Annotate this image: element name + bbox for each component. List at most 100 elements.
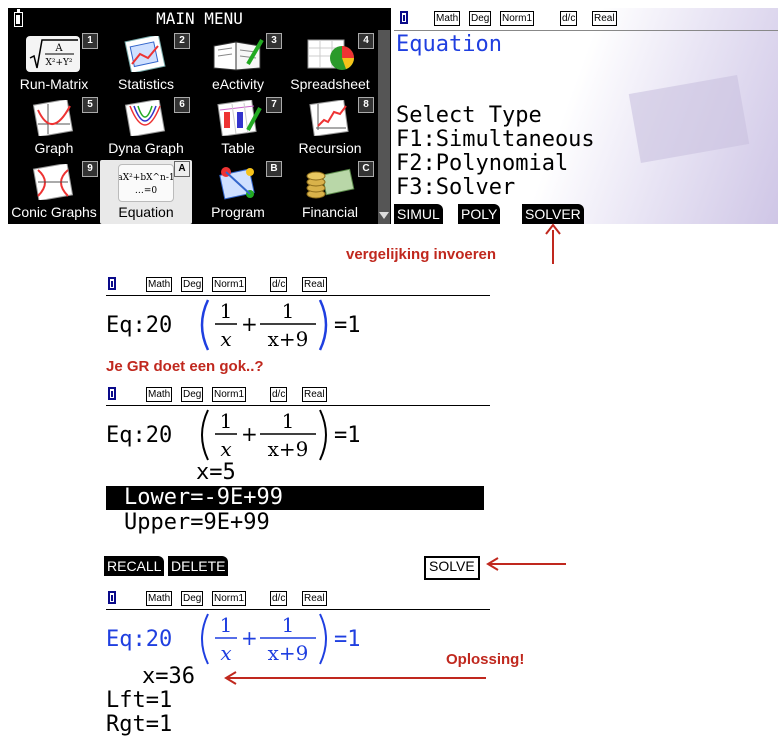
app-label: Dyna Graph xyxy=(108,140,184,156)
app-label: Equation xyxy=(118,204,174,220)
status-badge: Deg xyxy=(181,277,204,292)
app-key: 7 xyxy=(266,97,282,113)
app-key: 6 xyxy=(174,97,190,113)
frac2-den: x+9 xyxy=(268,641,309,665)
status-badge: Norm1 xyxy=(212,387,247,402)
frac1-den: x xyxy=(220,327,231,351)
delete-button[interactable]: DELETE xyxy=(168,556,229,576)
app-program[interactable]: B Program xyxy=(192,160,284,224)
status-badge: d/c xyxy=(270,277,288,292)
app-spreadsheet[interactable]: 4 Spreadsheet xyxy=(284,32,376,96)
run-matrix-icon: A X²+Y² xyxy=(26,36,80,72)
solve-button[interactable]: SOLVE xyxy=(424,556,480,580)
app-label: Conic Graphs xyxy=(11,204,97,220)
app-statistics[interactable]: 2 Statistics xyxy=(100,32,192,96)
guess-note: Je GR doet een gok..? xyxy=(106,358,264,375)
plus-sign: + xyxy=(241,422,258,446)
main-menu-screen: MAIN MENU A X²+Y² 1 Run-Matrix 2 Statist… xyxy=(8,8,391,224)
equation-icon-line2: …=0 xyxy=(135,186,158,196)
app-label: Program xyxy=(211,204,265,220)
app-key: 9 xyxy=(82,161,98,177)
option-polynomial[interactable]: F2:Polynomial xyxy=(396,151,569,176)
frac2-num: 1 xyxy=(282,613,295,637)
frac2-den: x+9 xyxy=(268,327,309,351)
battery-icon xyxy=(14,9,23,27)
lower-row-highlight[interactable]: Lower=-9E+99 xyxy=(106,485,484,510)
app-conic-graphs[interactable]: 9 Conic Graphs xyxy=(8,160,100,224)
status-badge: Real xyxy=(302,277,327,292)
solver-note: vergelijking invoeren xyxy=(346,246,497,263)
app-graph[interactable]: 5 Graph xyxy=(8,96,100,160)
divider xyxy=(106,295,490,296)
status-badge: Math xyxy=(146,277,173,292)
equation-input-1[interactable]: Eq:20 1 x + 1 x+9 =1 xyxy=(104,296,384,354)
equation-input-2[interactable]: Eq:20 1 x + 1 x+9 =1 xyxy=(104,406,384,464)
app-label: Table xyxy=(221,140,255,156)
battery-icon xyxy=(400,11,408,24)
frac2-den: x+9 xyxy=(268,437,309,461)
annotation-arrow-left xyxy=(224,671,486,685)
status-badge: d/c xyxy=(270,591,288,606)
menu-title: MAIN MENU xyxy=(156,9,243,28)
rhs: =1 xyxy=(334,313,361,338)
status-badge: Math xyxy=(434,11,461,26)
status-badge: Real xyxy=(302,387,327,402)
status-bar: Math Deg Norm1 d/c Real xyxy=(396,11,776,26)
x-guess[interactable]: x=5 xyxy=(196,460,236,485)
select-type-heading: Select Type xyxy=(396,103,542,128)
background-decoration xyxy=(628,74,750,164)
graph-icon xyxy=(26,98,80,138)
x-solution: x=36 xyxy=(142,664,195,689)
app-run-matrix[interactable]: A X²+Y² 1 Run-Matrix xyxy=(8,32,100,96)
frac1-den: x xyxy=(220,437,231,461)
run-icon-den: X²+Y² xyxy=(45,58,72,68)
option-solver[interactable]: F3:Solver xyxy=(396,175,516,200)
recursion-icon xyxy=(302,99,356,137)
recall-button[interactable]: RECALL xyxy=(104,556,165,576)
app-table[interactable]: 7 Table xyxy=(192,96,284,160)
poly-button[interactable]: POLY xyxy=(458,204,501,224)
status-badge: Math xyxy=(146,591,173,606)
app-dyna-graph[interactable]: 6 Dyna Graph xyxy=(100,96,192,160)
solver-button[interactable]: SOLVER xyxy=(522,204,584,224)
annotation-arrow-left xyxy=(486,557,566,571)
status-badge: Deg xyxy=(469,11,492,26)
financial-icon xyxy=(302,164,356,200)
table-icon xyxy=(210,99,264,137)
solution-note: Oplossing! xyxy=(446,651,525,668)
app-key: 5 xyxy=(82,97,98,113)
app-recursion[interactable]: 8 Recursion xyxy=(284,96,376,160)
annotation-arrow-up xyxy=(545,223,561,264)
divider xyxy=(106,405,490,406)
app-key: C xyxy=(358,161,374,177)
program-icon xyxy=(210,164,264,200)
option-simultaneous[interactable]: F1:Simultaneous xyxy=(396,127,595,152)
simul-button[interactable]: SIMUL xyxy=(394,204,443,224)
frac1-num: 1 xyxy=(220,613,233,637)
frac2-num: 1 xyxy=(282,299,295,323)
frac1-den: x xyxy=(220,641,231,665)
dyna-graph-icon xyxy=(118,98,172,138)
eactivity-icon xyxy=(210,36,264,72)
app-equation[interactable]: aX²+bX^n-1 …=0 A Equation xyxy=(100,160,192,224)
battery-icon xyxy=(108,387,116,400)
rhs: =1 xyxy=(334,627,361,652)
menu-scrollbar[interactable] xyxy=(378,30,390,224)
rhs: =1 xyxy=(334,423,361,448)
status-badge: d/c xyxy=(560,11,578,26)
app-financial[interactable]: C Financial xyxy=(284,160,376,224)
app-key: 4 xyxy=(358,33,374,49)
app-key: 1 xyxy=(82,33,98,49)
left-side-value: Lft=1 xyxy=(106,688,173,713)
app-label: Financial xyxy=(301,204,359,220)
app-label: Recursion xyxy=(298,140,362,156)
status-badge: Norm1 xyxy=(212,591,247,606)
frac1-num: 1 xyxy=(220,299,233,323)
app-eactivity[interactable]: 3 eActivity xyxy=(192,32,284,96)
plus-sign: + xyxy=(241,626,258,650)
app-label: eActivity xyxy=(211,76,265,92)
right-side-value: Rgt=1 xyxy=(106,712,173,737)
upper-bound[interactable]: Upper=9E+99 xyxy=(124,510,270,535)
app-label: Statistics xyxy=(117,76,174,92)
status-badge: Real xyxy=(302,591,327,606)
